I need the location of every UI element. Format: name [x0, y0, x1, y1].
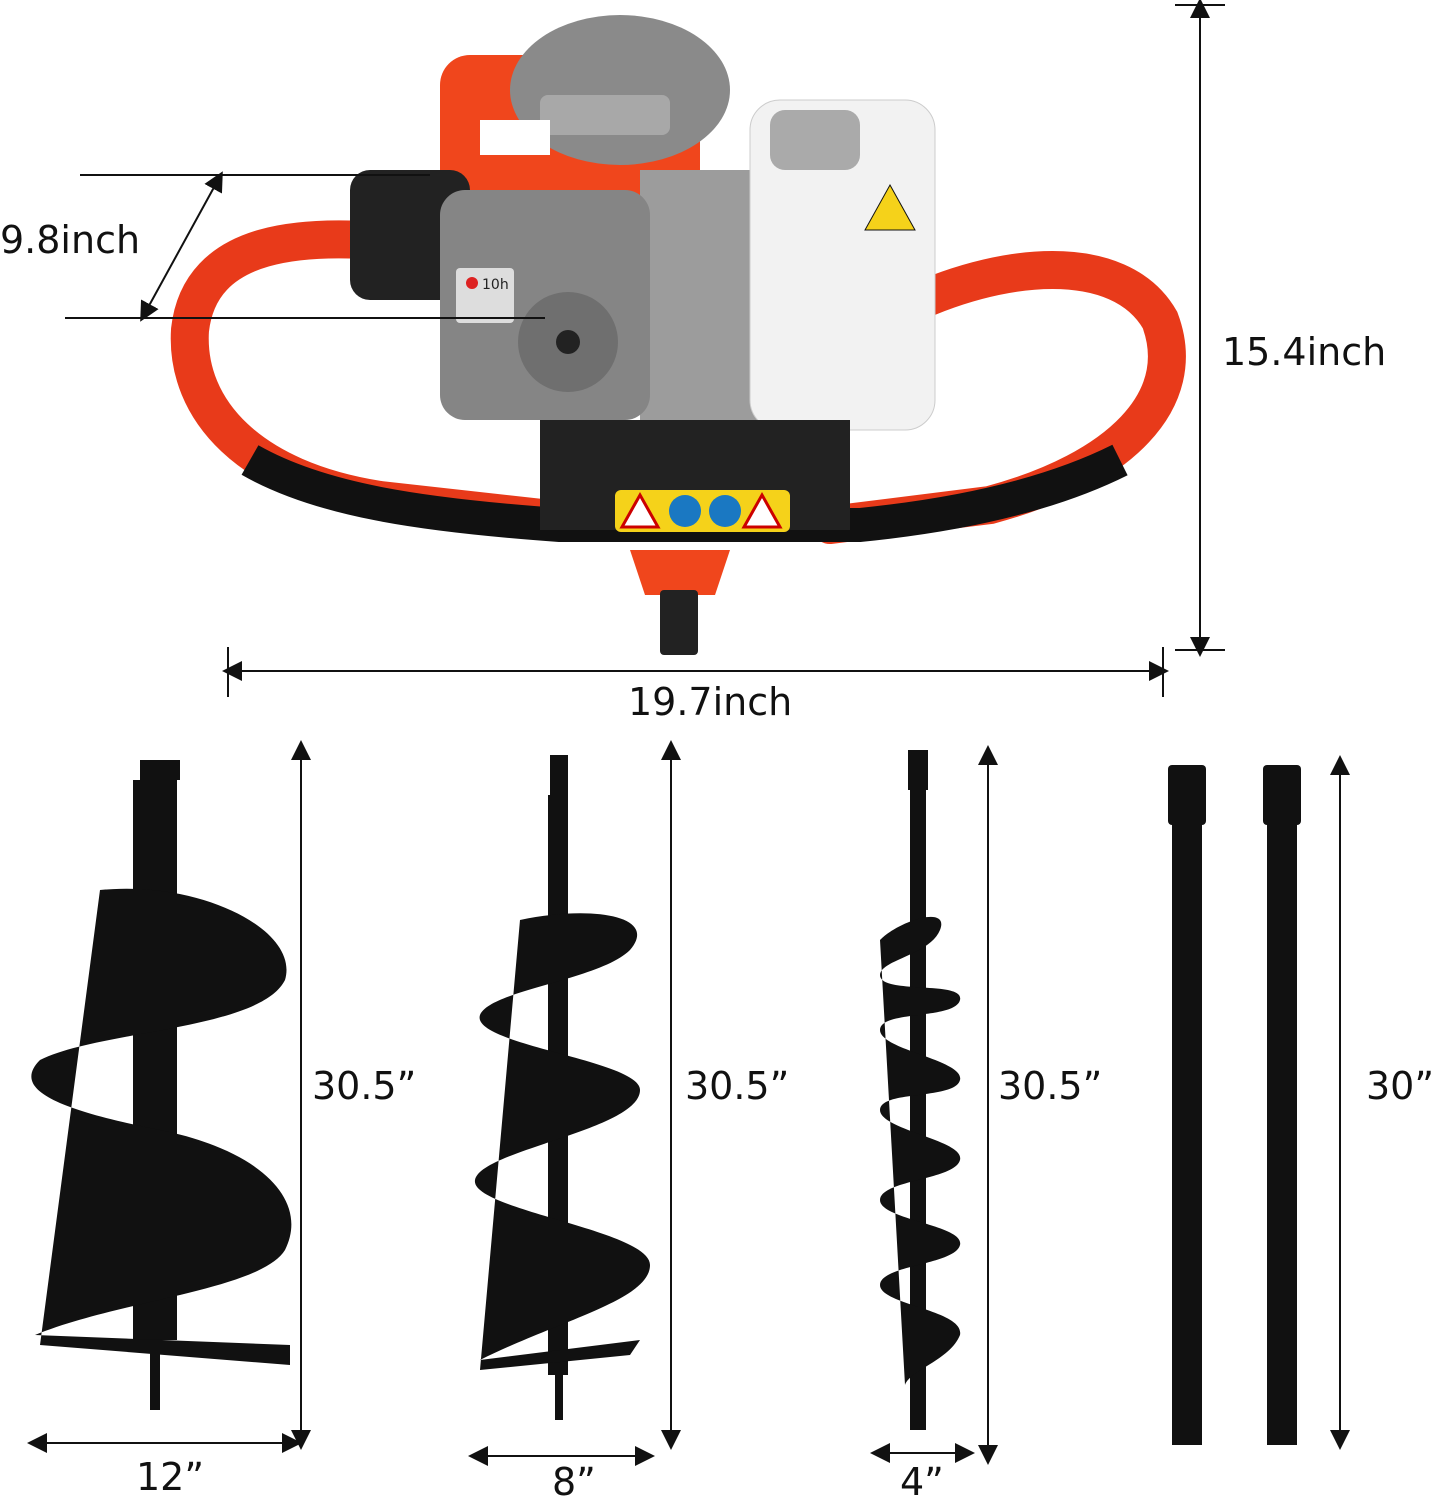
engine-dimension-lines: [65, 0, 1225, 697]
auger-12-length-label: 30.5”: [312, 1064, 417, 1108]
auger-4-diameter-label: 4”: [900, 1460, 944, 1504]
auger-dimension-lines: [27, 740, 1350, 1466]
auger-12-diameter-label: 12”: [136, 1455, 205, 1499]
auger-8-length-label: 30.5”: [685, 1064, 790, 1108]
depth-label: 9.8inch: [0, 218, 141, 262]
extension-rods: [1168, 765, 1301, 1445]
width-label: 19.7inch: [628, 680, 793, 724]
auger-12-inch: [31, 760, 292, 1410]
auger-8-inch: [474, 755, 650, 1420]
auger-4-inch: [880, 750, 961, 1430]
auger-4-length-label: 30.5”: [998, 1064, 1103, 1108]
auger-8-diameter-label: 8”: [552, 1460, 596, 1504]
filter-label-text: 10h: [482, 277, 509, 293]
height-label: 15.4inch: [1222, 330, 1387, 374]
engine: 10h: [350, 15, 936, 655]
rod-length-label: 30”: [1366, 1064, 1434, 1108]
